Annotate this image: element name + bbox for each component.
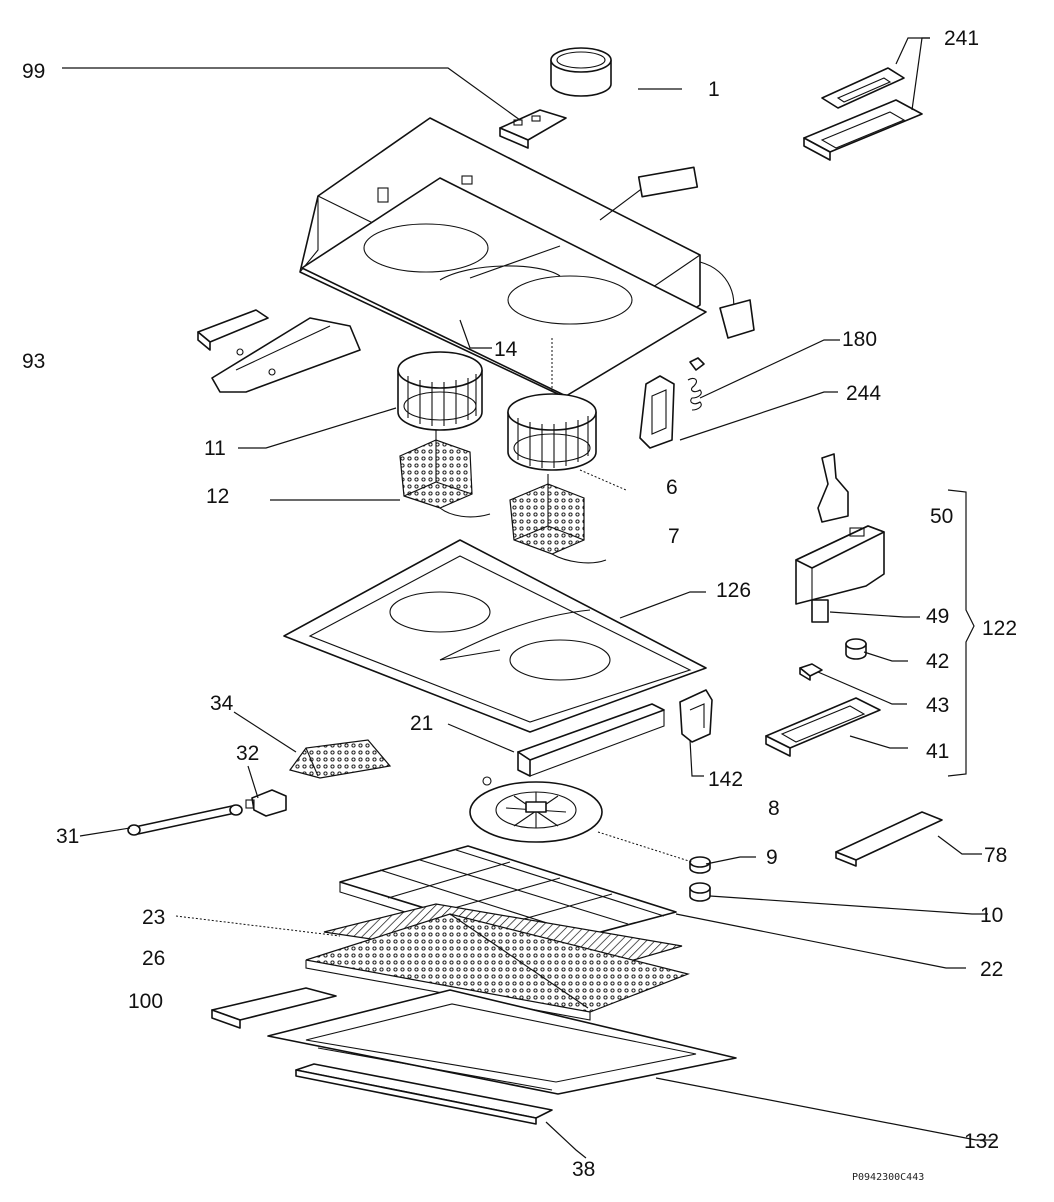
- part-lamp-tube-drawing: [127, 804, 243, 836]
- part-inner-tray-drawing: [283, 539, 707, 733]
- label-93: 93: [22, 350, 45, 373]
- part-fan-guard-drawing: [469, 776, 603, 843]
- part-small-cover-drawing: [211, 987, 337, 1029]
- label-23: 23: [142, 906, 165, 929]
- label-34: 34: [210, 692, 234, 715]
- label-1: 1: [708, 78, 720, 101]
- part-hood-body-drawing: [299, 117, 755, 397]
- label-42: 42: [926, 650, 949, 673]
- label-26: 26: [142, 947, 165, 970]
- part-fan-wheel-right-drawing: [507, 393, 597, 471]
- part-control-box-drawing: [795, 453, 885, 623]
- part-nuts-drawing: [689, 856, 711, 902]
- label-49: 49: [926, 605, 949, 628]
- part-motor-left-drawing: [399, 430, 491, 518]
- part-clip-drawing: [679, 689, 713, 743]
- label-244: 244: [846, 382, 881, 405]
- label-41: 41: [926, 740, 949, 763]
- label-9: 9: [766, 846, 778, 869]
- label-78: 78: [984, 844, 1007, 867]
- group-bracket: [947, 489, 975, 777]
- label-50: 50: [930, 505, 953, 528]
- label-31: 31: [56, 825, 79, 848]
- part-outer-frame-drawing: [267, 989, 737, 1095]
- part-collar-drawing: [550, 47, 612, 97]
- label-241: 241: [944, 27, 979, 50]
- part-switch-plates-drawing: [803, 67, 923, 161]
- label-10: 10: [980, 904, 1003, 927]
- label-6: 6: [666, 476, 678, 499]
- part-strip-drawing: [295, 1063, 553, 1125]
- part-knob-drawing: [845, 638, 867, 660]
- label-7: 7: [668, 525, 680, 548]
- label-126: 126: [716, 579, 751, 602]
- label-21: 21: [410, 712, 433, 735]
- label-132: 132: [964, 1130, 999, 1153]
- label-22: 22: [980, 958, 1003, 981]
- reference-code: P0942300C443: [852, 1172, 924, 1183]
- part-blank-plate-drawing: [835, 811, 943, 867]
- part-switch-plate-drawing: [765, 697, 881, 757]
- label-14: 14: [494, 338, 518, 361]
- part-motor-right-drawing: [509, 474, 607, 564]
- label-32: 32: [236, 742, 259, 765]
- label-180: 180: [842, 328, 877, 351]
- part-latch-drawing: [639, 357, 705, 449]
- label-99: 99: [22, 60, 45, 83]
- label-122: 122: [982, 617, 1017, 640]
- label-8: 8: [768, 797, 780, 820]
- part-fan-wheel-left-drawing: [397, 351, 483, 431]
- label-38: 38: [572, 1158, 595, 1181]
- part-side-bracket-drawing: [197, 309, 361, 393]
- label-142: 142: [708, 768, 743, 791]
- leader-lines: [62, 37, 996, 1159]
- part-connector-drawing: [245, 789, 287, 817]
- part-button-drawing: [799, 663, 823, 681]
- part-rail-drawing: [517, 703, 665, 777]
- parts-artwork: [127, 47, 943, 1125]
- part-labels: 99 1 241 93 14 180 244 11 6 12 7 50 126 …: [22, 27, 1017, 1183]
- label-12: 12: [206, 485, 229, 508]
- label-43: 43: [926, 694, 949, 717]
- part-small-bracket-drawing: [499, 109, 567, 149]
- part-filter-small-drawing: [289, 739, 392, 779]
- label-100: 100: [128, 990, 163, 1013]
- part-perforated-filter-drawing: [305, 913, 690, 1021]
- label-11: 11: [204, 437, 226, 460]
